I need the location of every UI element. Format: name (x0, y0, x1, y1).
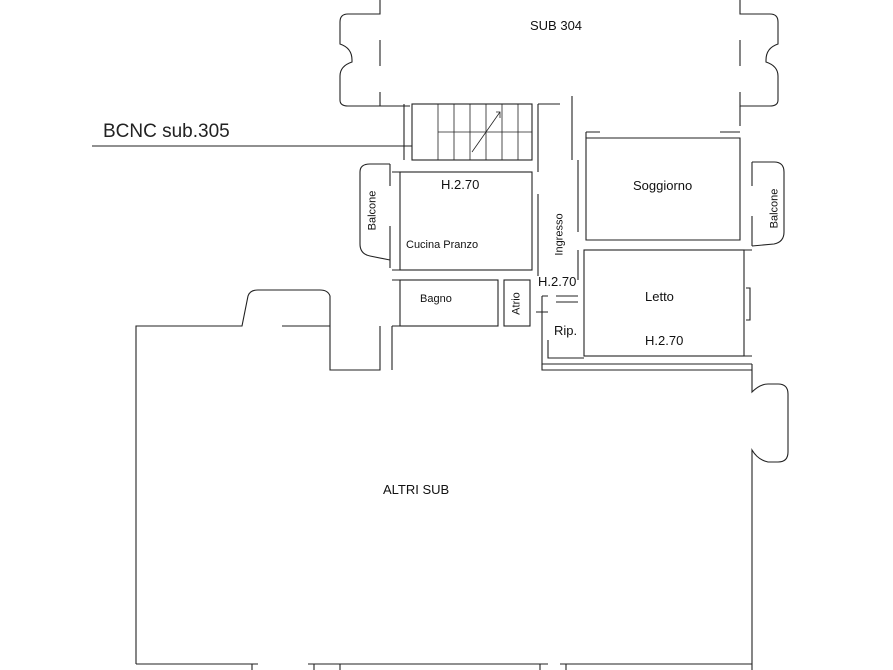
label-balcone-right: Balcone (768, 188, 781, 229)
label-rip: Rip. (554, 323, 578, 338)
label-ingresso: Ingresso (553, 213, 566, 256)
room-soggiorno (585, 137, 741, 241)
label-bagno: Bagno (420, 293, 452, 305)
label-soggiorno: Soggiorno (633, 178, 693, 193)
label-balcone-left: Balcone (366, 190, 379, 231)
label-letto: Letto (645, 289, 674, 304)
label-atrio: Atrio (510, 292, 523, 315)
altri-sub-outline (251, 664, 753, 670)
room-bagno (399, 279, 499, 327)
label-sub304: SUB 304 (530, 18, 583, 33)
label-altri-sub: ALTRI SUB (383, 482, 450, 497)
ingresso-walls (537, 96, 579, 280)
room-atrio (503, 279, 531, 327)
room-cucina (399, 171, 533, 271)
sub304-outline (339, 0, 381, 107)
room-letto (583, 249, 745, 357)
sub304-right-outline (739, 0, 779, 107)
label-cucina-pranzo: Cucina Pranzo (406, 239, 479, 251)
label-bcnc: BCNC sub.305 (103, 121, 230, 142)
balcony-right (751, 161, 785, 247)
label-h-kitchen: H.2.70 (441, 177, 480, 192)
label-h-hall: H.2.70 (538, 274, 577, 289)
stair-steps (437, 104, 532, 160)
balcony-left (359, 163, 391, 261)
label-h-bedroom: H.2.70 (645, 333, 684, 348)
